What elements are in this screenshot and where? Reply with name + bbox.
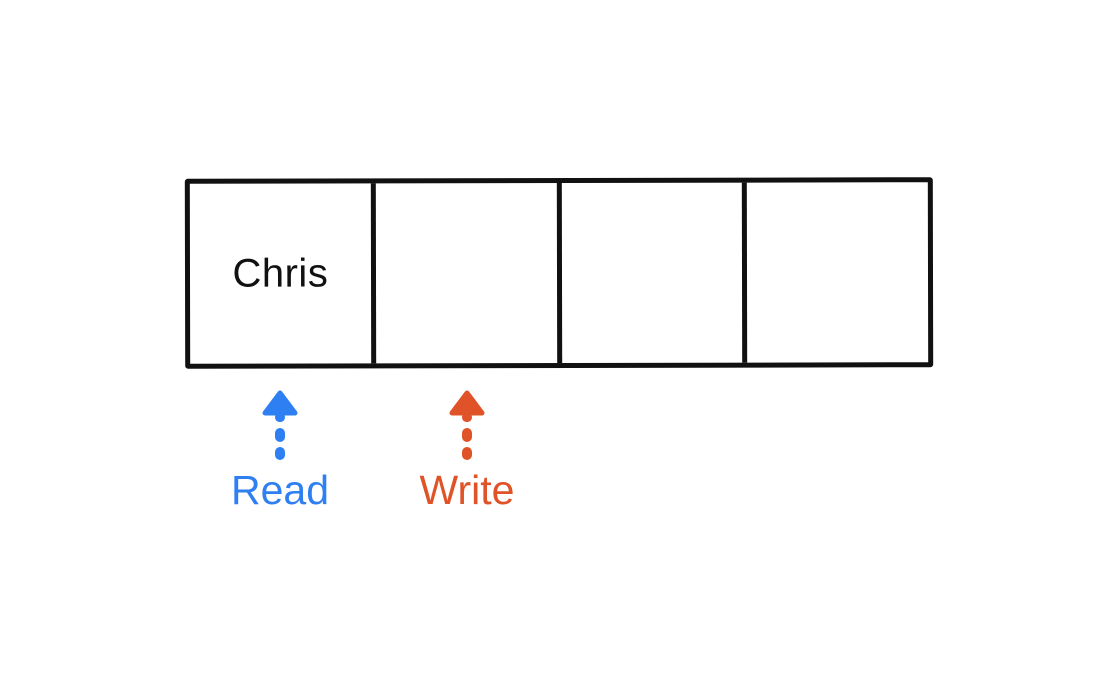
array-cell-2 bbox=[561, 182, 748, 363]
array-cell-0-label: Chris bbox=[232, 250, 329, 296]
array-cell-3 bbox=[747, 182, 928, 362]
write-dotted-up-arrow-icon bbox=[449, 390, 485, 460]
array-cell-0: Chris bbox=[189, 183, 376, 364]
read-dotted-up-arrow-icon bbox=[262, 390, 298, 460]
write-label: Write bbox=[419, 467, 515, 513]
write-pointer: Write bbox=[402, 390, 532, 513]
array-cell-1 bbox=[375, 182, 562, 364]
read-pointer: Read bbox=[215, 390, 345, 513]
array-row: Chris bbox=[184, 177, 934, 369]
read-label: Read bbox=[230, 467, 329, 513]
